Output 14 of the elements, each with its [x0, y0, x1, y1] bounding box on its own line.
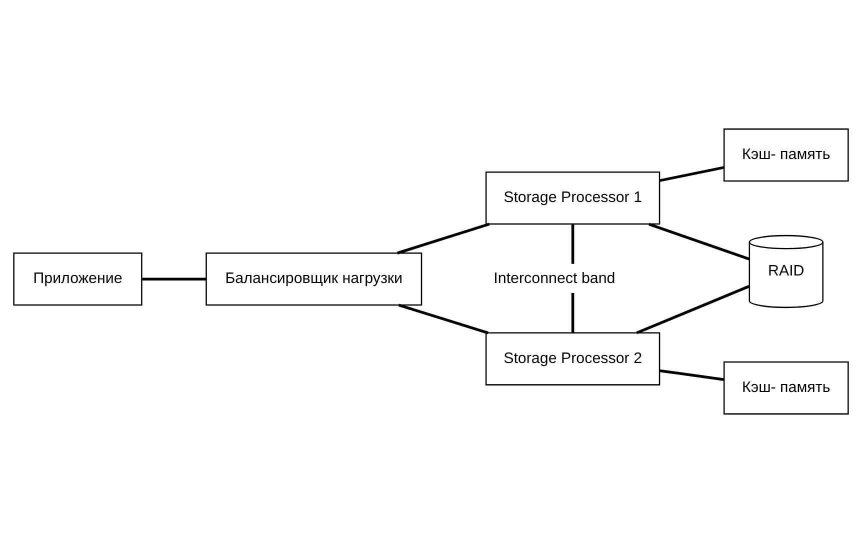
node-box: Storage Processor 2: [485, 332, 660, 386]
node-box: Балансировщик нагрузки: [206, 252, 422, 306]
node-box: Кэш- память: [723, 361, 849, 415]
connector: [636, 285, 750, 334]
connector: [398, 304, 488, 334]
node-box: Приложение: [13, 252, 142, 306]
connector: [396, 222, 490, 254]
node-box: Storage Processor 1: [485, 171, 660, 225]
connector: [660, 369, 724, 381]
connector: [648, 222, 750, 260]
connector: [660, 166, 724, 182]
connector: [142, 278, 206, 280]
node-box: Кэш- память: [723, 128, 849, 182]
edge-label: Interconnect band: [494, 270, 616, 288]
